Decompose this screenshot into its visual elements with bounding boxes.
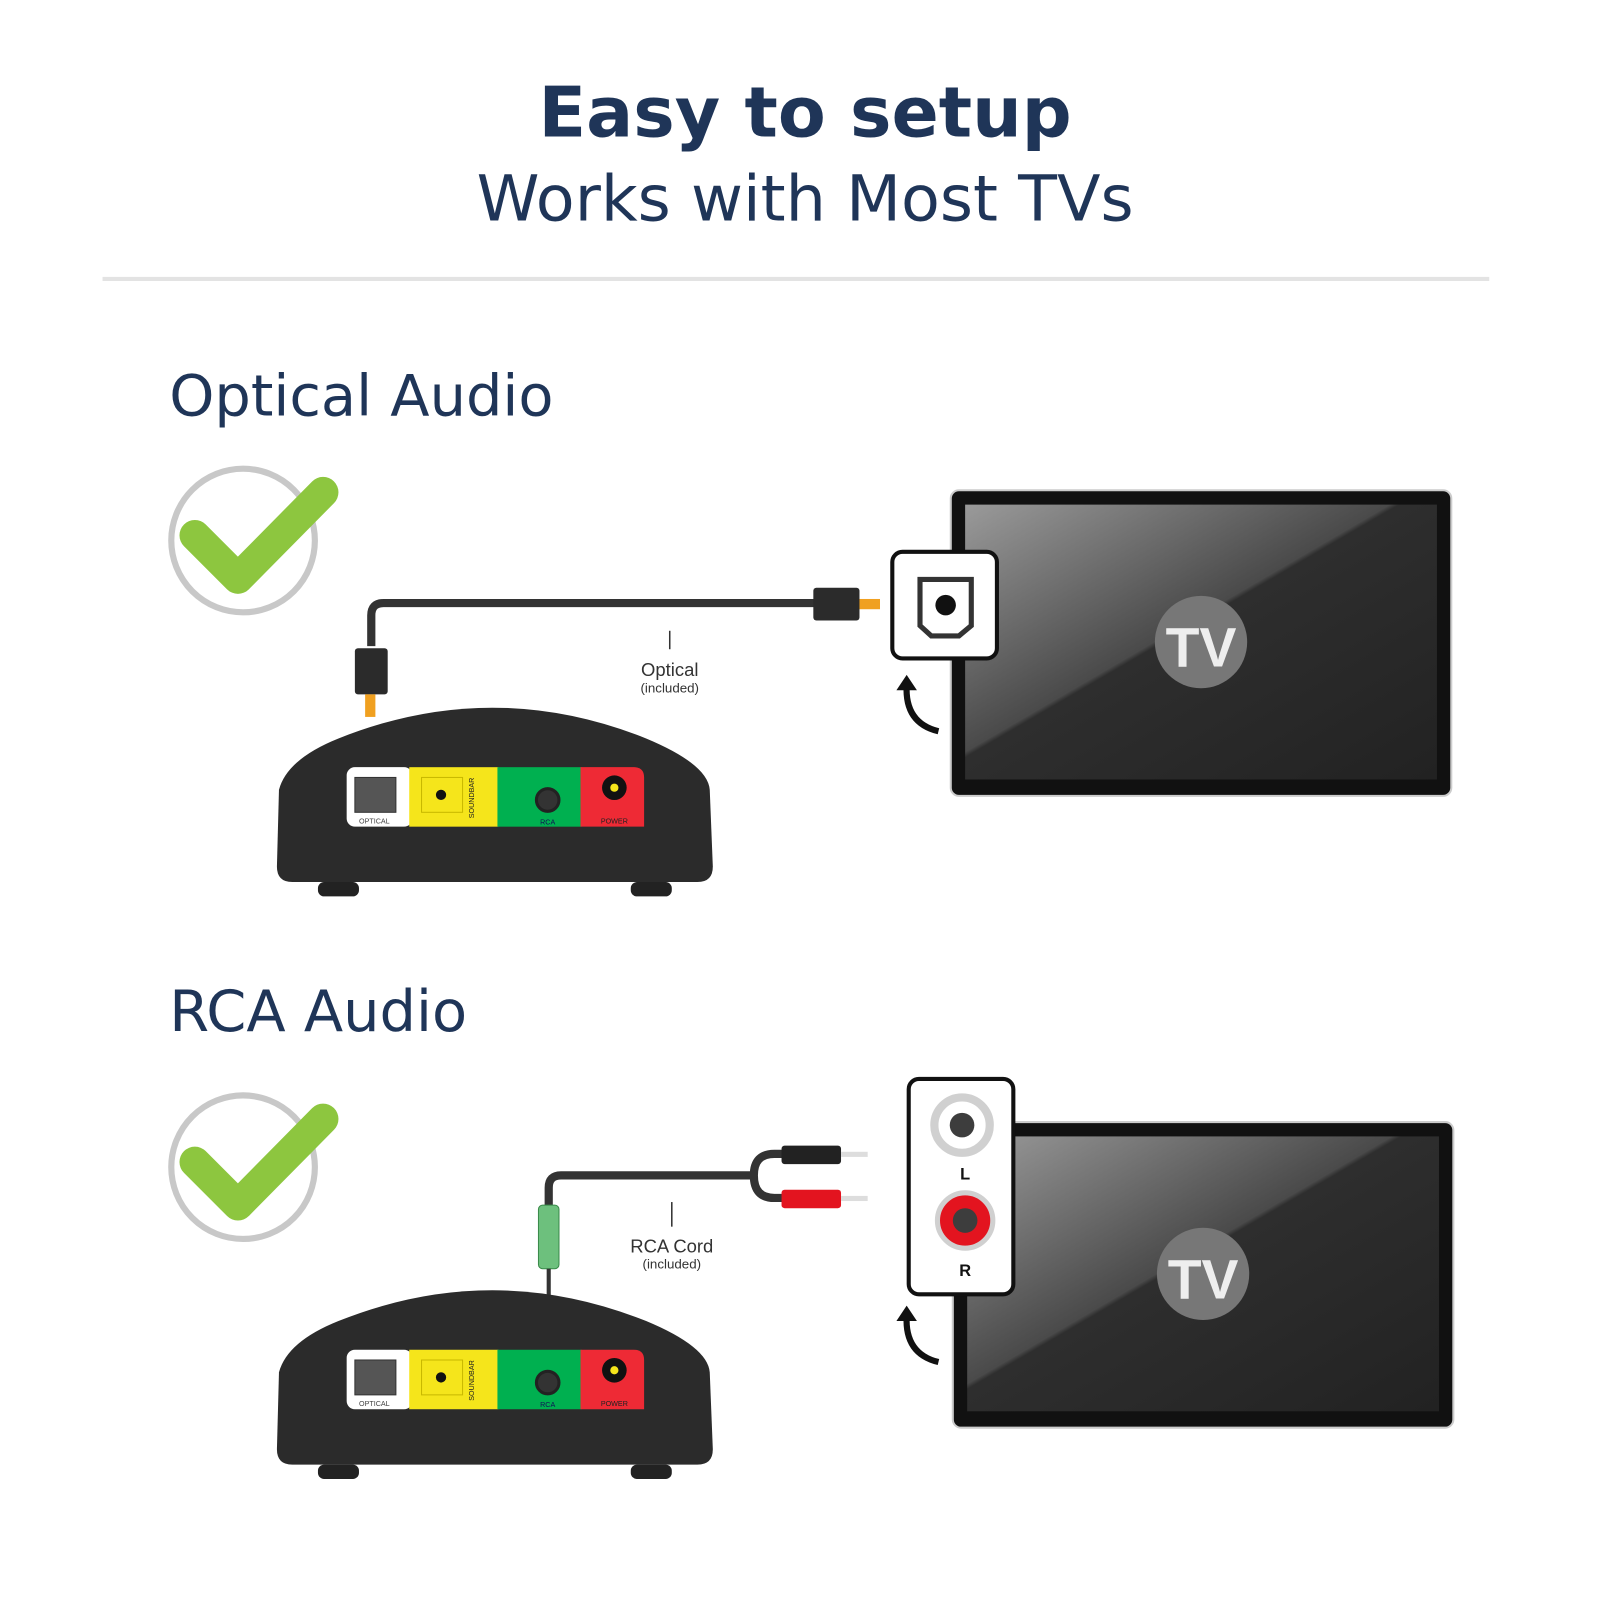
rca-cable xyxy=(544,1149,785,1206)
port-label-rca: RCA xyxy=(540,819,555,827)
cable-note-rca: (included) xyxy=(643,1257,702,1272)
optical-cable xyxy=(367,598,816,647)
port-label-soundbar: SOUNDBAR xyxy=(468,778,476,819)
section-title-rca: RCA Audio xyxy=(169,978,467,1045)
tv-label: TV xyxy=(1168,1248,1239,1310)
3-5mm-plug xyxy=(537,1204,560,1270)
port-label-left: L xyxy=(960,1165,970,1183)
check-icon xyxy=(171,469,323,613)
optical-plug-tv-end xyxy=(813,587,860,621)
section-title-optical: Optical Audio xyxy=(169,362,553,429)
cable-label-rca: RCA Cord xyxy=(630,1235,713,1256)
rca-plug-left xyxy=(781,1145,842,1165)
device-optical xyxy=(275,706,715,898)
port-label-optical: OPTICAL xyxy=(359,818,390,826)
port-label-power: POWER xyxy=(601,818,628,826)
rca-plug-right xyxy=(781,1189,842,1209)
check-icon xyxy=(171,1095,323,1239)
port-label-rca: RCA xyxy=(540,1401,555,1409)
cable-note-optical: (included) xyxy=(640,680,699,695)
port-label-right: R xyxy=(959,1262,971,1280)
arrow-icon xyxy=(903,1315,940,1366)
optical-plug-device-end xyxy=(354,648,388,695)
page-title: Easy to setup xyxy=(539,72,1072,153)
arrow-icon xyxy=(903,684,940,735)
port-label-optical: OPTICAL xyxy=(359,1400,390,1408)
page-subtitle: Works with Most TVs xyxy=(477,162,1134,236)
cable-label-optical: Optical xyxy=(641,659,698,680)
port-label-power: POWER xyxy=(601,1400,628,1408)
tv-label: TV xyxy=(1166,617,1237,679)
device-rca xyxy=(275,1288,715,1481)
port-label-soundbar: SOUNDBAR xyxy=(468,1360,476,1401)
